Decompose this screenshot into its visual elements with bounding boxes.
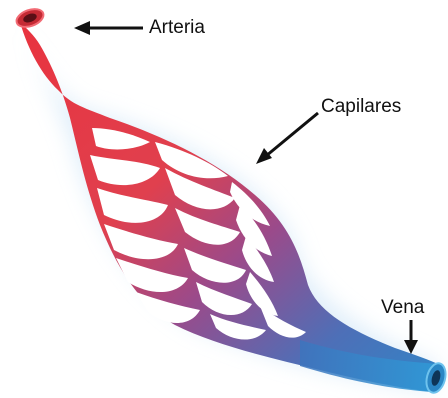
arrow-capilares xyxy=(256,113,318,164)
arrow-vena xyxy=(404,320,418,354)
label-capilares: Capilares xyxy=(321,97,401,116)
label-arteria: Arteria xyxy=(149,18,205,37)
label-vena: Vena xyxy=(381,298,424,317)
arrow-arteria xyxy=(74,21,143,35)
